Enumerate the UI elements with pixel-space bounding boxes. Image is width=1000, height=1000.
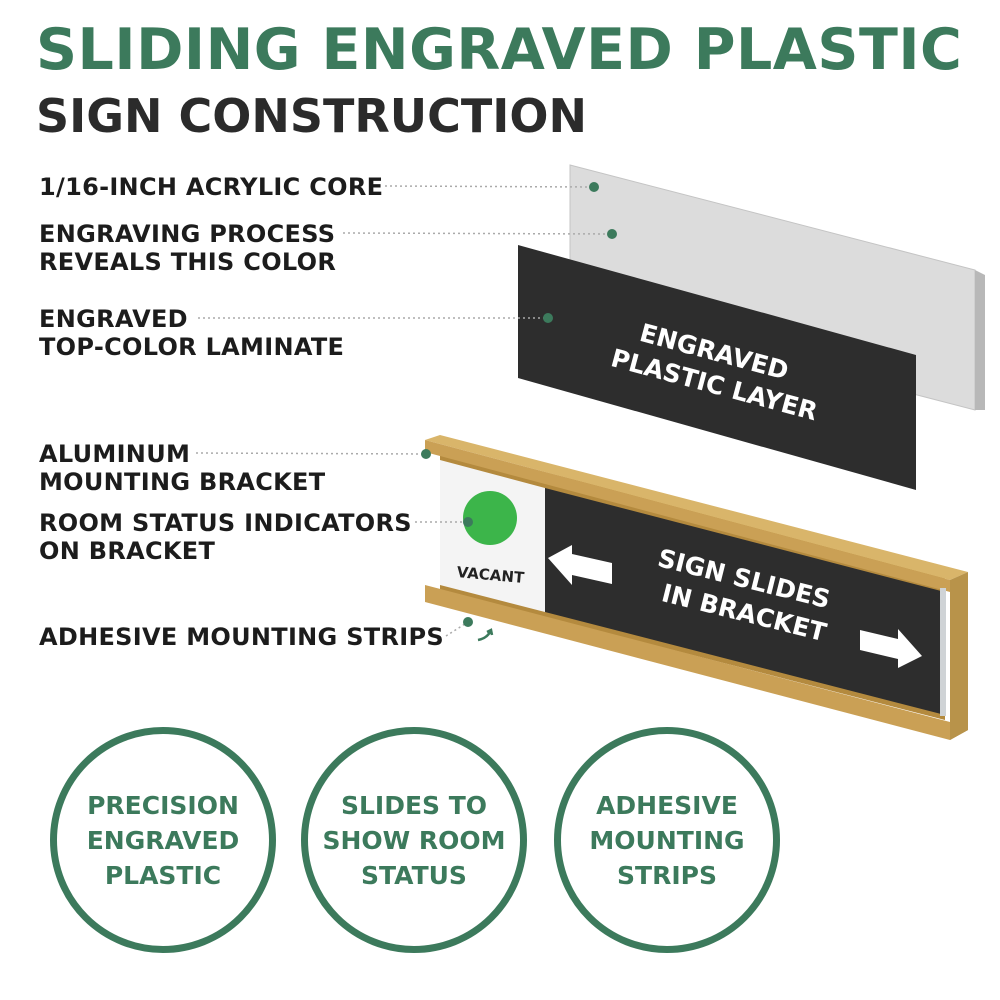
title-line-2: SIGN CONSTRUCTION [36, 89, 588, 143]
callout-mounting-bracket: ALUMINUM MOUNTING BRACKET [39, 440, 326, 496]
callout-adhesive-strips: ADHESIVE MOUNTING STRIPS [39, 623, 444, 651]
callout-engraving-process: ENGRAVING PROCESS REVEALS THIS COLOR [39, 220, 337, 276]
adhesive-strip-icon [477, 628, 494, 642]
callout-room-status-indicators: ROOM STATUS INDICATORS ON BRACKET [39, 509, 412, 565]
callout-acrylic-core: 1/16-INCH ACRYLIC CORE [39, 173, 384, 201]
leader-dots [421, 182, 617, 627]
callout-top-color-laminate: ENGRAVED TOP-COLOR LAMINATE [39, 305, 345, 361]
aluminum-bracket [425, 435, 968, 740]
title-line-1: SLIDING ENGRAVED PLASTIC [36, 17, 963, 83]
feature-circle-slides: SLIDES TO SHOW ROOM STATUS [301, 727, 527, 953]
arrow-right-icon [860, 629, 922, 668]
arrow-left-icon [548, 545, 612, 585]
sliding-insert [545, 488, 945, 715]
feature-circle-precision: PRECISION ENGRAVED PLASTIC [50, 727, 276, 953]
vacant-label: VACANT [456, 563, 526, 587]
feature-circle-adhesive: ADHESIVE MOUNTING STRIPS [554, 727, 780, 953]
feature-text: PRECISION ENGRAVED PLASTIC [86, 790, 240, 890]
vacant-indicator-dot [463, 491, 517, 545]
engraved-laminate-plate: ENGRAVED PLASTIC LAYER [518, 245, 916, 490]
feature-text: SLIDES TO SHOW ROOM STATUS [322, 790, 506, 890]
feature-text: ADHESIVE MOUNTING STRIPS [589, 790, 745, 890]
